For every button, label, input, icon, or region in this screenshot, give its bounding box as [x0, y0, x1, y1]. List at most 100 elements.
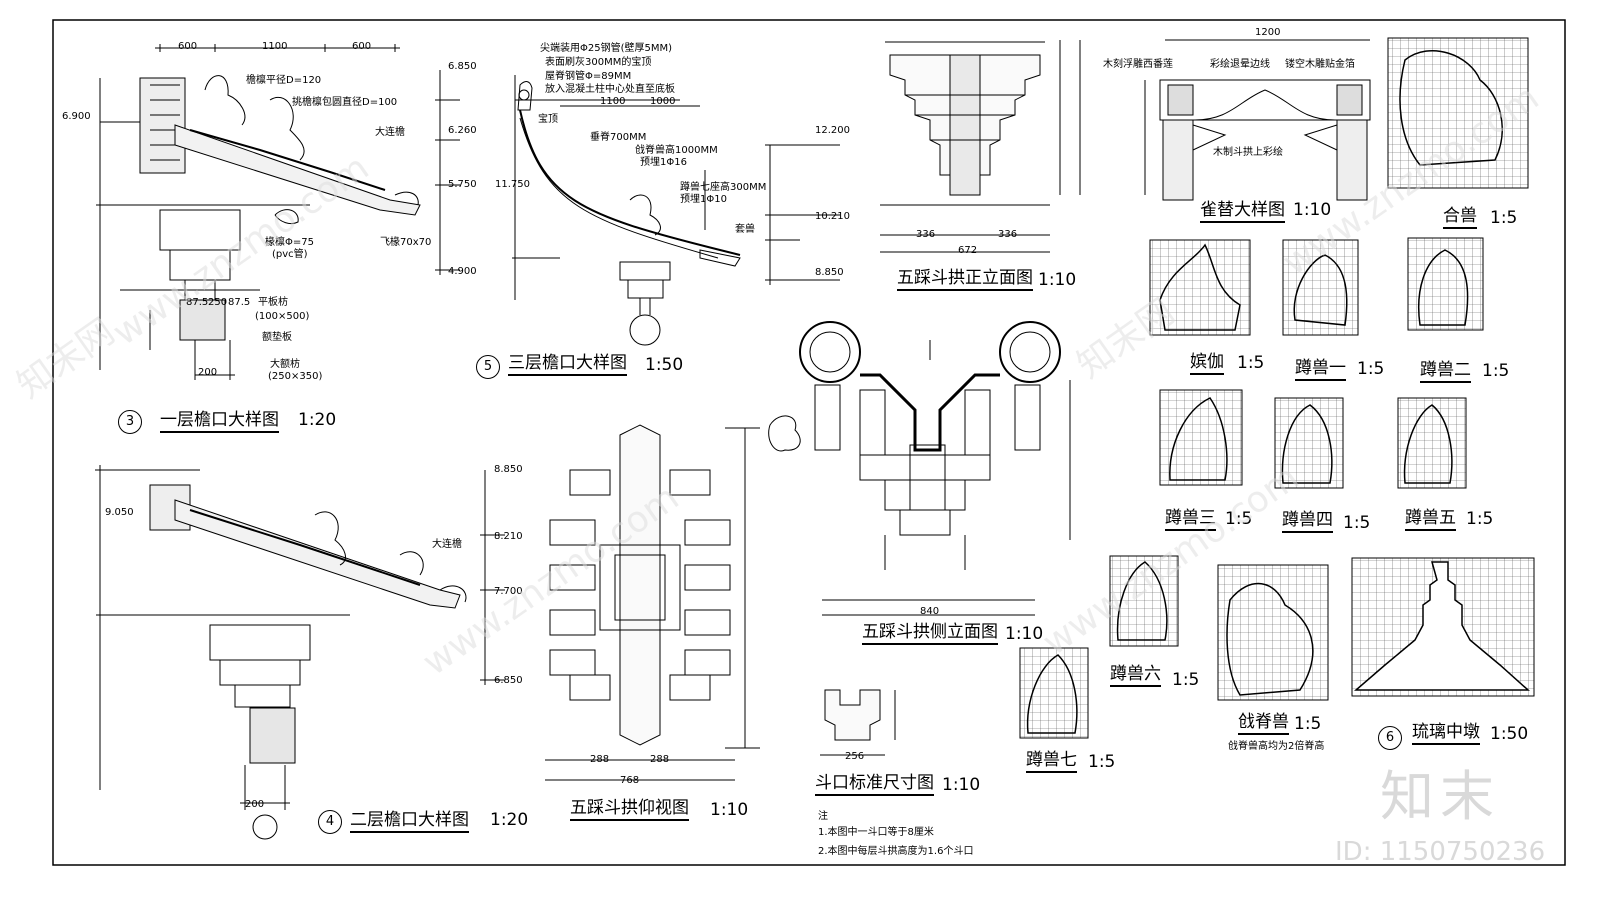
dougong-side-elevation — [768, 321, 1071, 616]
dim-600a: 600 — [178, 41, 198, 52]
note-a12: 尖端装用Φ25钢管(壁厚5MM) — [540, 43, 673, 54]
note-a17: 垂脊700MM — [590, 132, 647, 143]
dim-256: 256 — [845, 751, 865, 762]
beast-label-5: 蹲兽五 — [1405, 510, 1456, 531]
note-a15: 放入混凝土柱中心处直至底板 — [545, 84, 675, 95]
drawing-number-4: 4 — [318, 810, 342, 834]
dim-672: 672 — [958, 245, 978, 256]
scale-second-floor-eave: 1:20 — [490, 810, 529, 830]
scale-dougong-side: 1:10 — [1005, 624, 1044, 644]
scale-queti: 1:10 — [1293, 200, 1332, 220]
note-a20: 蹲兽七座高300MM — [680, 182, 767, 193]
dim-1100b: 1100 — [600, 96, 626, 107]
dim-250: 250 — [208, 297, 228, 308]
drawing-number-3: 3 — [118, 410, 142, 434]
note-a24: 彩绘退晕边线 — [1210, 59, 1270, 70]
elev-6900: 6.900 — [62, 111, 91, 122]
notes-line-2: 2.本图中每层斗拱高度为1.6个斗口 — [818, 846, 974, 857]
elev-7700: 7.700 — [494, 586, 523, 597]
beast-label-3: 蹲兽三 — [1165, 510, 1216, 531]
beast-label-7: 蹲兽七 — [1026, 752, 1077, 773]
doukou-standard — [820, 689, 896, 756]
note-a8: (100×500) — [255, 311, 310, 322]
beast-label-4: 蹲兽四 — [1282, 512, 1333, 533]
beast-label-binqie: 嫔伽 — [1190, 354, 1224, 375]
dim-1000a: 1000 — [650, 96, 676, 107]
note-a9: 额垫板 — [262, 332, 292, 343]
scale-first-floor-eave: 1:20 — [298, 410, 337, 430]
beast-scale-1: 1:5 — [1357, 359, 1385, 379]
note-a3: 大连檐 — [375, 127, 405, 138]
note-a6: 飞椽70x70 — [380, 237, 432, 248]
dim-336a: 336 — [916, 229, 936, 240]
beast-grid-binqie — [1149, 239, 1251, 336]
dim-600b: 600 — [352, 41, 372, 52]
beast-scale-binqie: 1:5 — [1237, 353, 1265, 373]
scale-dougong-bottom: 1:10 — [710, 800, 749, 820]
scale-doukou: 1:10 — [942, 775, 981, 795]
elev-4900: 4.900 — [448, 266, 477, 277]
note-a13: 表面刷灰300MM的宝顶 — [545, 57, 652, 68]
elev-6260: 6.260 — [448, 125, 477, 136]
dim-840: 840 — [920, 606, 940, 617]
beast-label-2: 蹲兽二 — [1420, 362, 1471, 383]
beast-grid-qiangji — [1217, 564, 1329, 701]
beast-grids — [1019, 37, 1535, 739]
beast-label-6: 蹲兽六 — [1110, 666, 1161, 687]
title-doukou: 斗口标准尺寸图 — [815, 775, 934, 796]
notes-line-1: 1.本图中一斗口等于8厘米 — [818, 827, 934, 838]
dougong-front-elevation — [880, 40, 1081, 253]
elev-5750: 5.750 — [448, 179, 477, 190]
elev-8850a: 8.850 — [815, 267, 844, 278]
id-watermark: ID: 1150750236 — [1335, 837, 1546, 867]
queti-detail — [1144, 39, 1371, 201]
beast-scale-7: 1:5 — [1088, 752, 1116, 772]
notes-head: 注 — [818, 811, 828, 822]
elev-12200: 12.200 — [815, 125, 850, 136]
eave-detail-1 — [96, 44, 421, 380]
beast-label-1: 蹲兽一 — [1295, 360, 1346, 381]
note-a27: 大连檐 — [432, 539, 462, 550]
title-dougong-side: 五踩斗拱侧立面图 — [862, 624, 998, 645]
note-a14: 屋脊钢管Φ=89MM — [545, 71, 632, 82]
dougong-bottom-view — [545, 424, 760, 781]
note-a25: 镂空木雕贴金箔 — [1285, 59, 1355, 70]
beast-scale-6: 1:5 — [1172, 670, 1200, 690]
beast-scale-3: 1:5 — [1225, 509, 1253, 529]
dim-875b: 87.5 — [228, 297, 251, 308]
note-a18: 戗脊兽高1000MM — [635, 145, 718, 156]
scale-dougong-front: 1:10 — [1038, 270, 1077, 290]
dim-336b: 336 — [998, 229, 1018, 240]
dim-1200: 1200 — [1255, 27, 1281, 38]
elev-10210: 10.210 — [815, 211, 850, 222]
beast-label-qiangji: 戗脊兽 — [1238, 714, 1289, 735]
title-dougong-bottom: 五踩斗拱仰视图 — [570, 800, 689, 821]
note-a23: 木刻浮雕西番莲 — [1103, 59, 1173, 70]
note-a21: 预埋1Φ10 — [680, 194, 727, 205]
title-queti: 雀替大样图 — [1200, 202, 1285, 223]
elev-6850: 6.850 — [448, 61, 477, 72]
note-a7: 平板枋 — [258, 297, 288, 308]
dim-288a: 288 — [590, 754, 610, 765]
dim-288b: 288 — [650, 754, 670, 765]
beast-grid-7 — [1019, 647, 1089, 739]
dim-1100a: 1100 — [262, 41, 288, 52]
drawing-number-6: 6 — [1378, 726, 1402, 750]
drawing-number-5: 5 — [476, 355, 500, 379]
note-a16: 宝顶 — [538, 114, 558, 125]
scale-third-floor-eave: 1:50 — [645, 355, 684, 375]
elev-9050: 9.050 — [105, 507, 134, 518]
eave-detail-3 — [512, 75, 741, 346]
title-dougong-front: 五踩斗拱正立面图 — [897, 270, 1033, 291]
note-a22: 套兽 — [735, 224, 755, 235]
note-a11: (250×350) — [268, 371, 323, 382]
dim-200b: 200 — [245, 799, 265, 810]
elev-8210: 8.210 — [494, 531, 523, 542]
elev-6850b: 6.850 — [494, 675, 523, 686]
sheet-border — [52, 19, 1566, 866]
note-a4: 椽檩Φ=75 — [265, 237, 314, 248]
dim-875a: 87.5 — [186, 297, 209, 308]
title-third-floor-eave: 三层檐口大样图 — [508, 355, 627, 376]
dim-200a: 200 — [198, 367, 218, 378]
title-first-floor-eave: 一层檐口大样图 — [160, 412, 279, 433]
